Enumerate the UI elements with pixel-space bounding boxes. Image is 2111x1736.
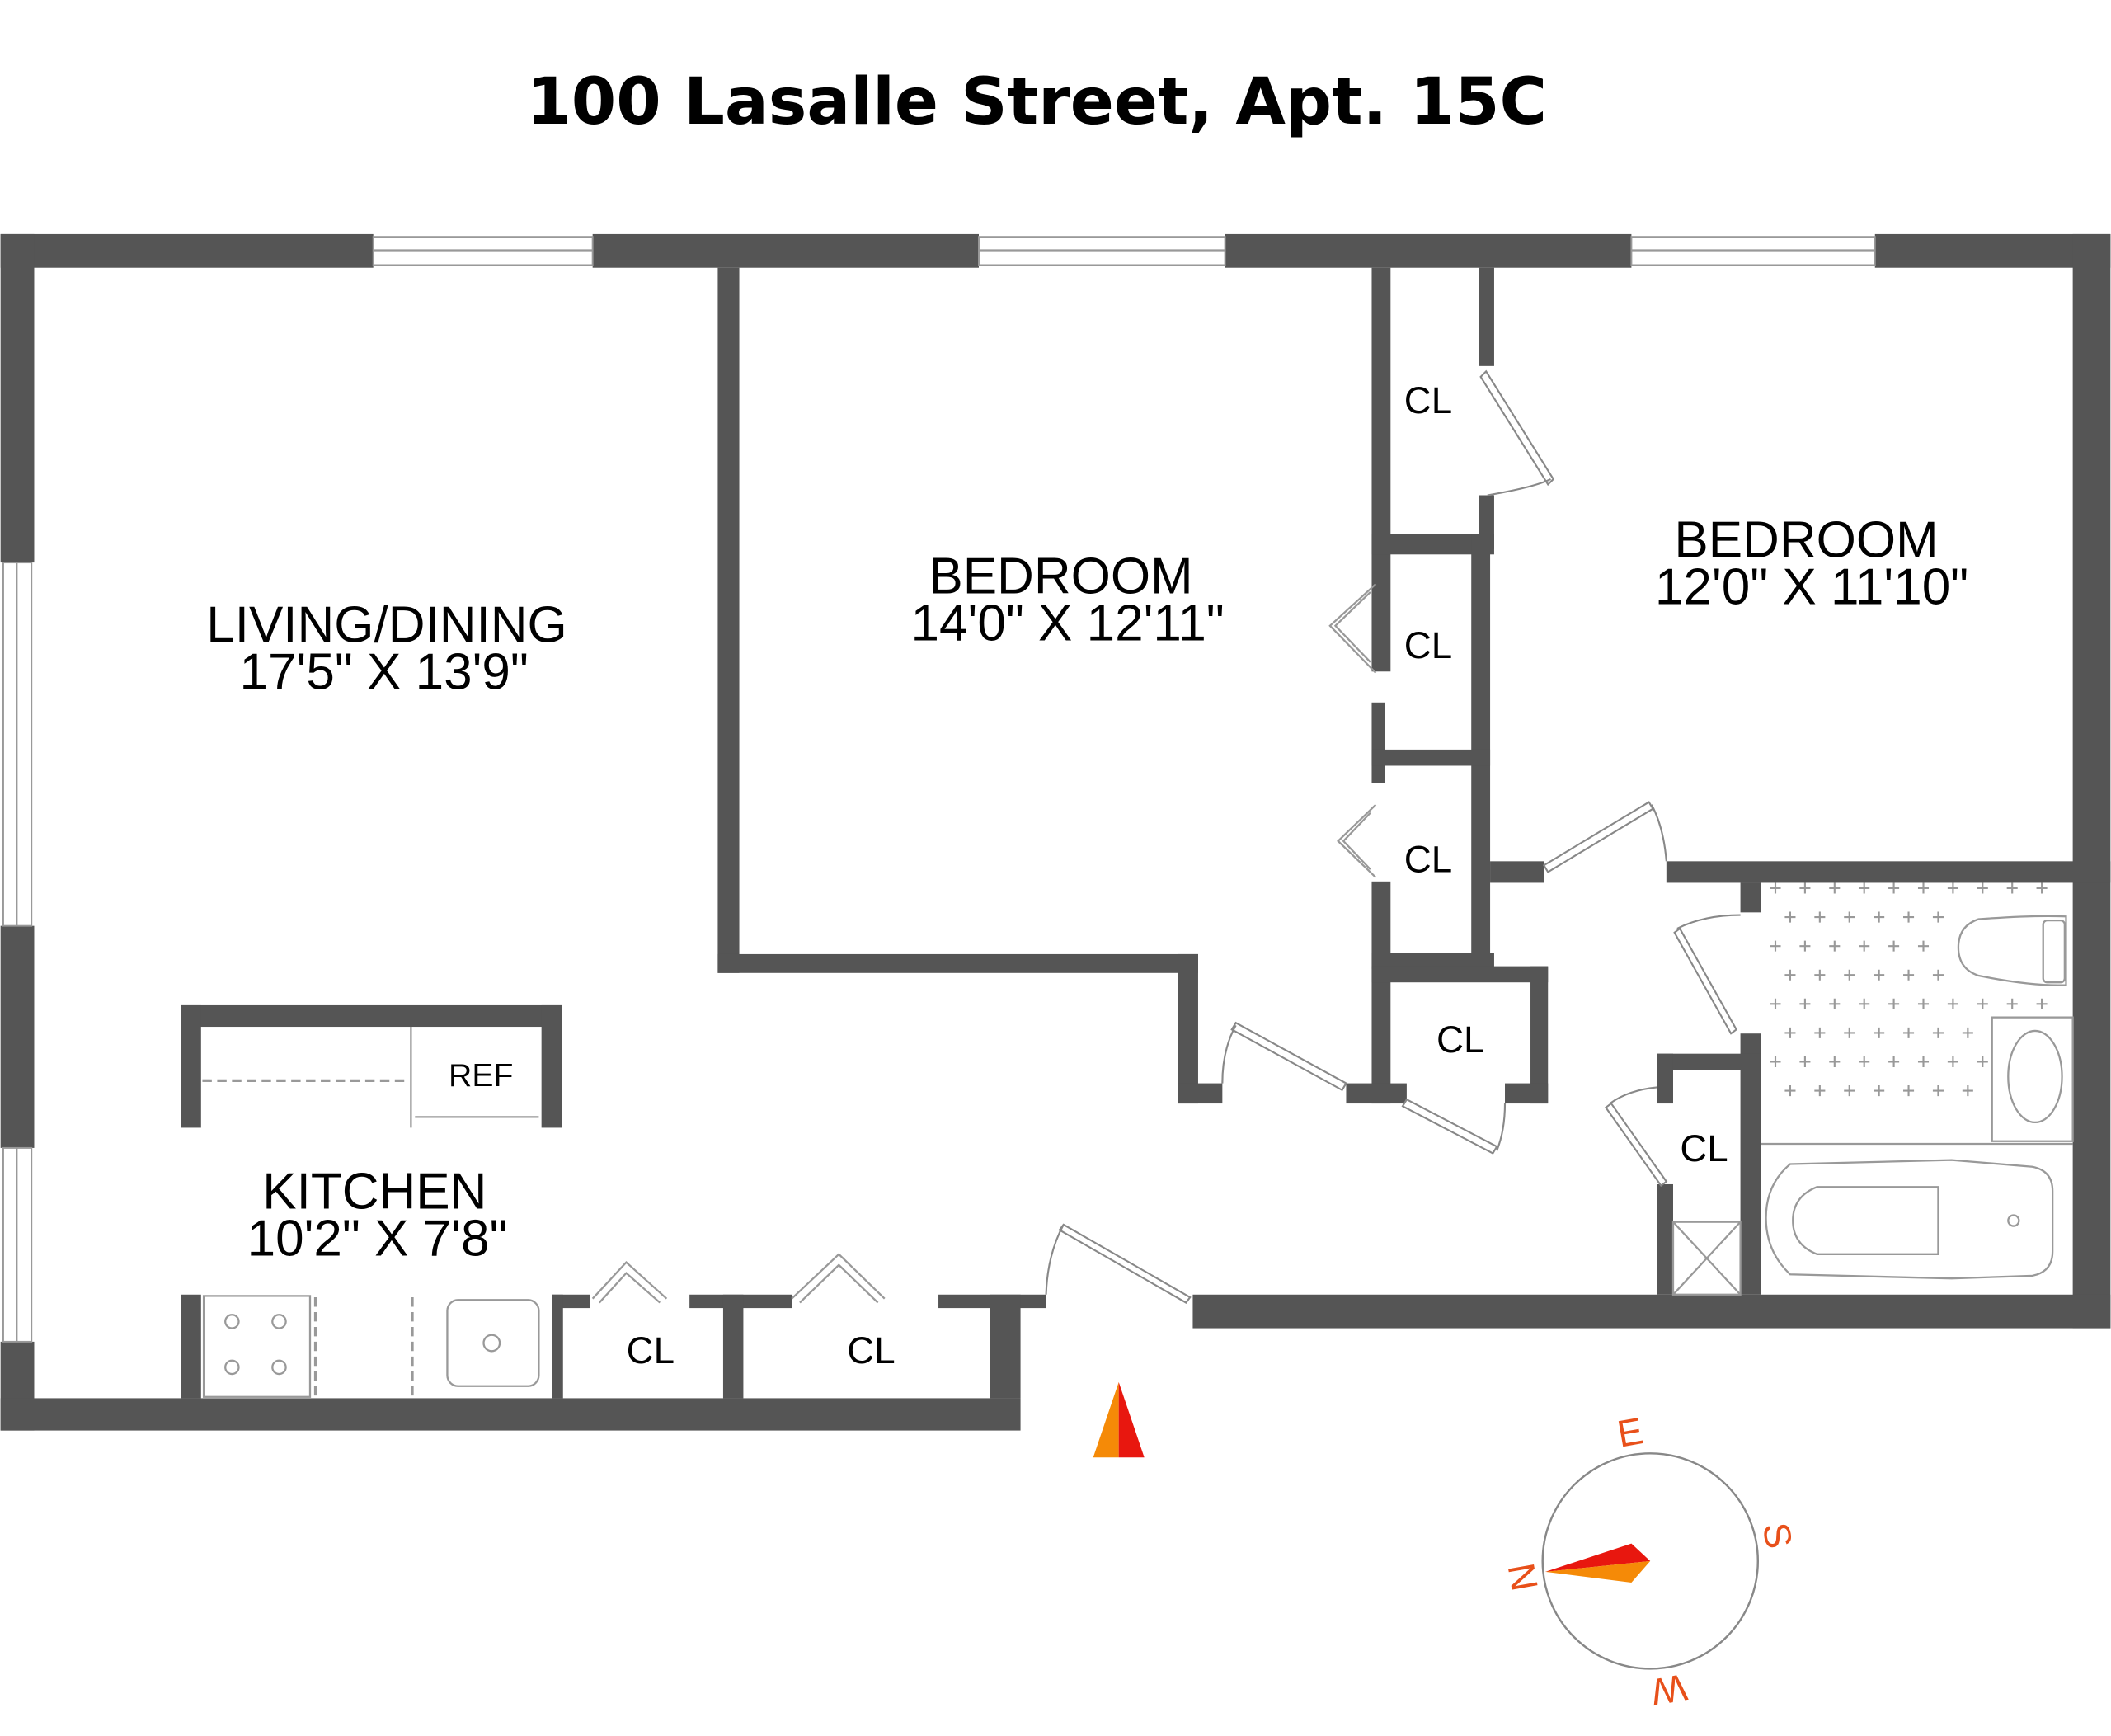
tile-mark <box>2036 882 2048 894</box>
bedroom1-name: BEDROOM <box>929 548 1192 605</box>
compass-e: E <box>1614 1409 1646 1456</box>
tile-mark <box>1874 1085 1885 1097</box>
plan-title: 100 Lasalle Street, Apt. 15C <box>526 64 1547 139</box>
tile-mark <box>1962 1085 1973 1097</box>
closet-label: CL <box>1436 1019 1484 1061</box>
tile-mark <box>1844 969 1855 981</box>
compass-w: W <box>1648 1666 1690 1714</box>
tile-mark <box>1859 882 1870 894</box>
tile-mark <box>1829 1056 1841 1068</box>
tile-mark <box>1784 1027 1796 1038</box>
tile-mark <box>1917 882 1930 894</box>
tile-mark <box>1917 998 1930 1009</box>
tile-mark <box>1888 882 1900 894</box>
kitchen-name: KITCHEN <box>262 1163 487 1220</box>
tile-mark <box>1784 1085 1796 1097</box>
entry-marker-icon <box>1093 1381 1145 1458</box>
stove-icon <box>202 1295 312 1398</box>
tile-mark <box>1814 969 1826 981</box>
tile-mark <box>1874 1027 1885 1038</box>
tile-mark <box>1932 969 1944 981</box>
toilet-icon <box>1957 915 2067 986</box>
tile-mark <box>1903 1027 1915 1038</box>
tile-pattern <box>1770 882 2048 1097</box>
tile-mark <box>1888 1056 1900 1068</box>
tile-mark <box>1932 1085 1944 1097</box>
closet-label: CL <box>1680 1127 1728 1169</box>
tile-mark <box>2006 998 2018 1009</box>
closet-label: CL <box>1404 838 1452 880</box>
bathtub-icon <box>1765 1159 2054 1280</box>
kitchen-dims: 10'2" X 7'8" <box>247 1210 508 1267</box>
tile-mark <box>1784 969 1796 981</box>
tile-mark <box>1770 1056 1781 1068</box>
ref-label: REF <box>449 1058 513 1094</box>
bedroom2-name: BEDROOM <box>1674 512 1938 569</box>
tile-mark <box>1799 882 1811 894</box>
compass-n: N <box>1500 1560 1546 1594</box>
tile-mark <box>1814 911 1826 923</box>
tile-mark <box>1844 911 1855 923</box>
tile-mark <box>1932 911 1944 923</box>
kitchen-sink-icon <box>446 1299 540 1387</box>
tile-mark <box>1799 1056 1811 1068</box>
tile-mark <box>2036 998 2048 1009</box>
tile-mark <box>1977 998 1988 1009</box>
bedroom2-dims: 12'0" X 11'10" <box>1655 559 1968 616</box>
tile-mark <box>1932 1027 1944 1038</box>
room-labels: LIVING/DINING 17'5" X 13'9" BEDROOM 14'0… <box>206 379 1968 1371</box>
tile-mark <box>1829 882 1841 894</box>
tile-mark <box>1977 1056 1988 1068</box>
living-dims: 17'5" X 13'9" <box>240 643 529 700</box>
tile-mark <box>1784 911 1796 923</box>
tile-mark <box>1829 998 1841 1009</box>
compass-icon: E S W N <box>1500 1409 1800 1713</box>
closet-label: CL <box>627 1329 675 1371</box>
tile-mark <box>1917 940 1930 952</box>
windows <box>2 236 1876 1343</box>
tile-mark <box>1844 1027 1855 1038</box>
tile-mark <box>1947 882 1958 894</box>
doors <box>591 369 1741 1304</box>
tile-mark <box>1977 882 1988 894</box>
tile-mark <box>1844 1085 1855 1097</box>
tile-mark <box>1903 911 1915 923</box>
walls <box>0 233 2111 1431</box>
tile-mark <box>1947 1056 1958 1068</box>
tile-mark <box>1829 940 1841 952</box>
tile-mark <box>1799 940 1811 952</box>
tile-mark <box>2006 882 2018 894</box>
tile-mark <box>1770 940 1781 952</box>
tile-mark <box>1888 940 1900 952</box>
tile-mark <box>1874 969 1885 981</box>
tile-mark <box>1859 1056 1870 1068</box>
tile-mark <box>1888 998 1900 1009</box>
compass-s: S <box>1755 1520 1801 1552</box>
tile-mark <box>1962 1027 1973 1038</box>
fixtures <box>202 882 2074 1398</box>
tile-mark <box>1903 1085 1915 1097</box>
closet-label: CL <box>1404 624 1452 666</box>
tile-mark <box>1814 1027 1826 1038</box>
tile-mark <box>1770 998 1781 1009</box>
living-name: LIVING/DINING <box>206 596 567 653</box>
tile-mark <box>1874 911 1885 923</box>
tile-mark <box>1814 1085 1826 1097</box>
bathroom-sink-icon <box>1991 1016 2074 1142</box>
tile-mark <box>1903 969 1915 981</box>
tile-mark <box>1770 882 1781 894</box>
closet-label: CL <box>847 1329 895 1371</box>
tile-mark <box>1917 1056 1930 1068</box>
tile-mark <box>1859 940 1870 952</box>
tile-mark <box>1859 998 1870 1009</box>
bedroom1-dims: 14'0" X 12'11" <box>911 595 1225 652</box>
tile-mark <box>1947 998 1958 1009</box>
closet-label: CL <box>1404 379 1452 421</box>
tile-mark <box>1799 998 1811 1009</box>
